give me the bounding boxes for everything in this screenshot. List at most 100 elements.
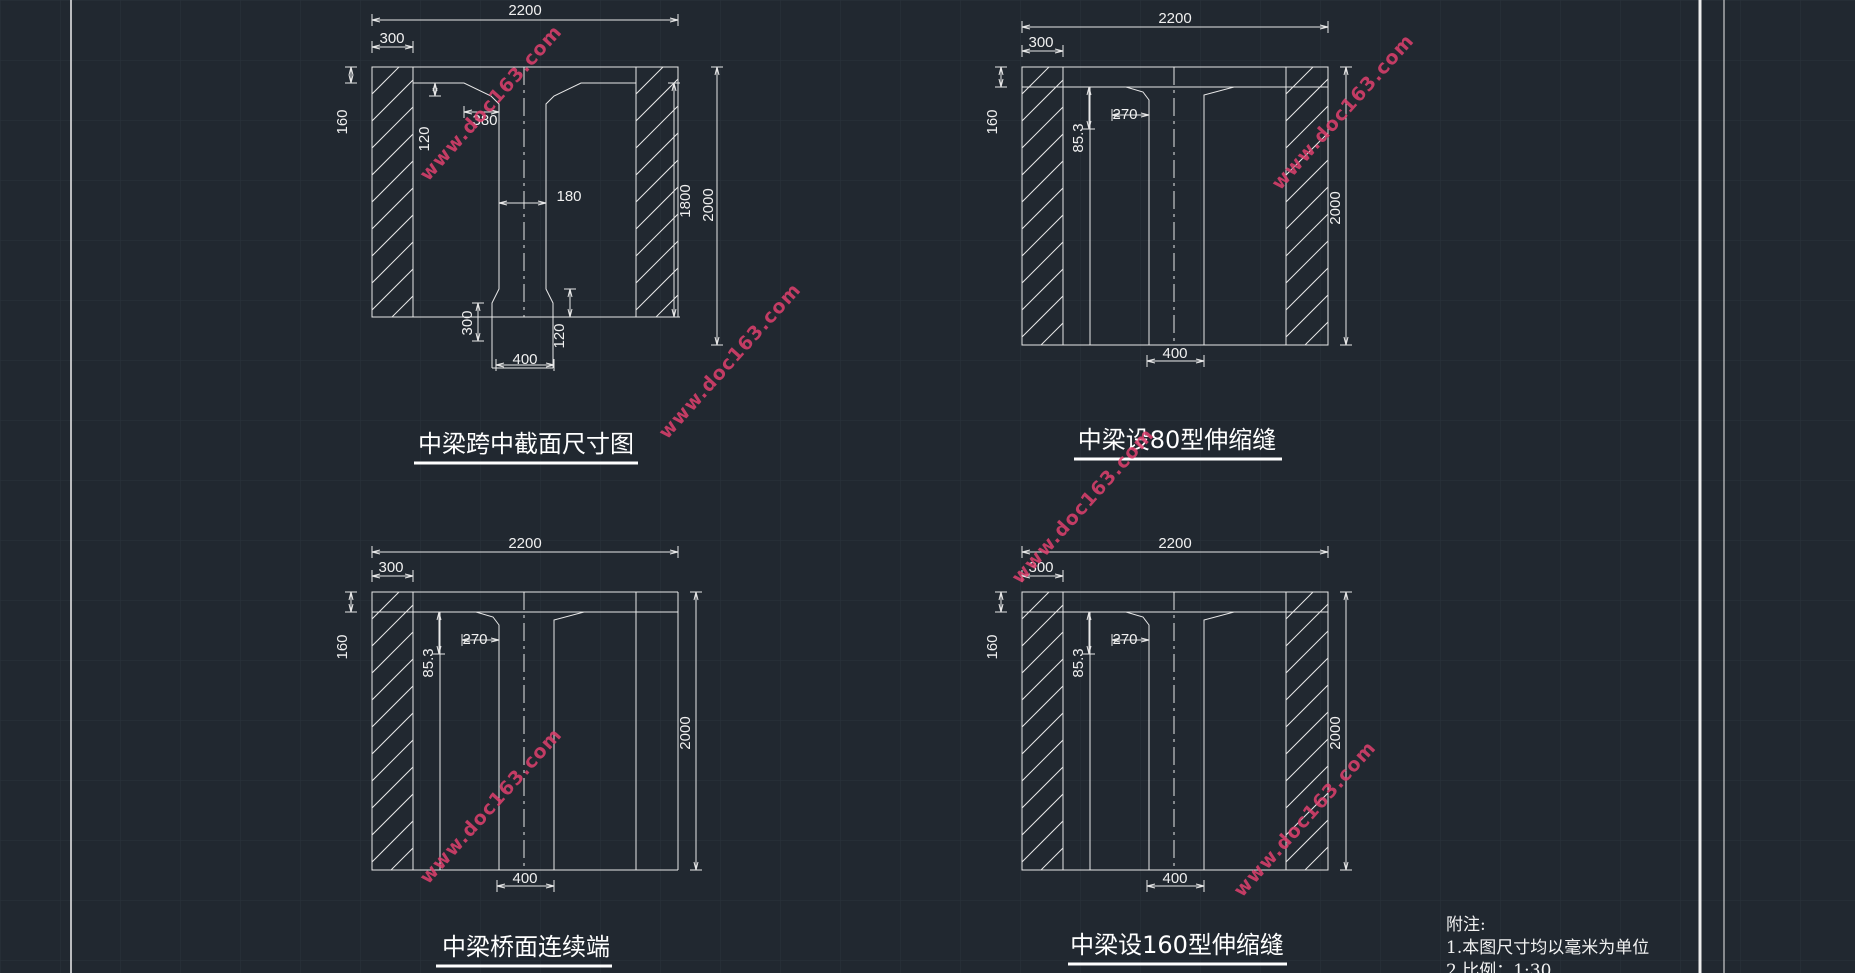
hatch-region [1021, 591, 1064, 871]
hatch-line [372, 766, 413, 809]
hatch-line [636, 186, 678, 230]
dimension-arrow [714, 336, 720, 346]
dimension-arrow [404, 573, 414, 579]
dimension-arrow [669, 17, 679, 23]
hatch-line [636, 78, 678, 122]
hatch-line [1304, 321, 1328, 345]
dimension-arrow [463, 109, 473, 115]
dimension-label: 160 [984, 634, 1001, 659]
notes-line-2: 2.比例：1:30 [1446, 961, 1551, 973]
dimension-label: 380 [472, 112, 497, 129]
dimension-arrow [1021, 573, 1031, 579]
hatch-line [1286, 213, 1328, 257]
dimension-arrow [671, 308, 677, 318]
dimension-label: 180 [556, 188, 581, 205]
dimension-label: 300 [379, 30, 404, 47]
outline-path [553, 611, 636, 870]
dimension-arrow [371, 44, 381, 50]
dimension-arrow [1021, 24, 1031, 30]
hatch-region [1285, 66, 1329, 346]
dimension-arrow [498, 200, 508, 206]
dimension-arrow [693, 861, 699, 871]
hatch-line [1286, 186, 1328, 230]
hatch-line [1022, 268, 1063, 311]
dimension-label: 2200 [1158, 535, 1191, 552]
dimension-arrow [1111, 112, 1121, 118]
hatch-line [390, 847, 413, 870]
hatch-line [1022, 820, 1063, 863]
dimension-arrow [1343, 591, 1349, 601]
hatch-line [1040, 847, 1063, 870]
hatch-line [1022, 712, 1063, 755]
dimension-arrow [1195, 883, 1205, 889]
hatch-line [372, 820, 413, 863]
dimension-arrow [1146, 358, 1156, 364]
dimension-label: 270 [1112, 106, 1137, 123]
dimension-label: 300 [378, 559, 403, 576]
hatch-region [371, 66, 414, 318]
dimension-arrow [461, 637, 471, 643]
dimension-arrow [998, 591, 1004, 601]
hatch-line [372, 631, 413, 674]
dimension-arrow [1021, 549, 1031, 555]
dimension-label: 120 [551, 323, 568, 348]
hatch-line [1022, 160, 1063, 203]
dimension-label: 2000 [1327, 191, 1344, 224]
dimension-arrow [348, 74, 354, 84]
dimension-arrow [371, 549, 381, 555]
dimension-label: 2200 [1158, 10, 1191, 27]
hatch-line [372, 133, 413, 176]
dimension-arrow [1343, 336, 1349, 346]
hatch-line [372, 241, 413, 284]
dimension-label: 400 [512, 351, 537, 368]
hatch-line [1286, 711, 1328, 755]
dimension-arrow [545, 362, 555, 368]
dimension-arrow [998, 603, 1004, 613]
hatch-line [1022, 187, 1063, 230]
hatch-line [1286, 132, 1328, 176]
dimension-label: 85.3 [420, 648, 437, 677]
hatch-lines [1022, 592, 1063, 870]
dimension-arrow [1140, 637, 1150, 643]
dimension-arrow [404, 44, 414, 50]
dimension-arrow [998, 78, 1004, 88]
hatch-line [1022, 106, 1063, 149]
dimension-arrow [436, 645, 442, 655]
dimension-label: 300 [1028, 559, 1053, 576]
hatch-line [1286, 765, 1328, 809]
hatch-border [1285, 591, 1329, 871]
dimension-arrow [671, 82, 677, 92]
hatch-line [1286, 630, 1328, 674]
hatch-line [1286, 294, 1328, 338]
dimension-arrow [490, 637, 500, 643]
dimension-arrow [1054, 573, 1064, 579]
hatch-line [1286, 657, 1328, 701]
dimension-arrow [537, 200, 547, 206]
dimension-arrow [1086, 611, 1092, 621]
dimension-arrow [1343, 861, 1349, 871]
dimension-arrow [432, 82, 438, 92]
hatch-line [636, 67, 664, 95]
dimension-arrow [693, 591, 699, 601]
hatch-line [636, 159, 678, 203]
outline-path [1203, 611, 1286, 870]
hatch-region [635, 66, 679, 318]
dimension-label: 85.3 [1070, 123, 1087, 152]
dimension-arrow [432, 87, 438, 97]
dimension-arrow [495, 362, 505, 368]
hatch-line [372, 268, 413, 311]
hatch-line [391, 295, 413, 317]
hatch-border [635, 66, 679, 318]
dimension-arrow [998, 66, 1004, 76]
dimension-arrow [1086, 86, 1092, 96]
dimension-arrow [348, 591, 354, 601]
hatch-region [1021, 66, 1064, 346]
hatch-line [372, 793, 413, 836]
hatch-line [372, 739, 413, 782]
hatch-line [636, 213, 678, 257]
dimension-arrow [669, 549, 679, 555]
hatch-line [636, 267, 678, 311]
